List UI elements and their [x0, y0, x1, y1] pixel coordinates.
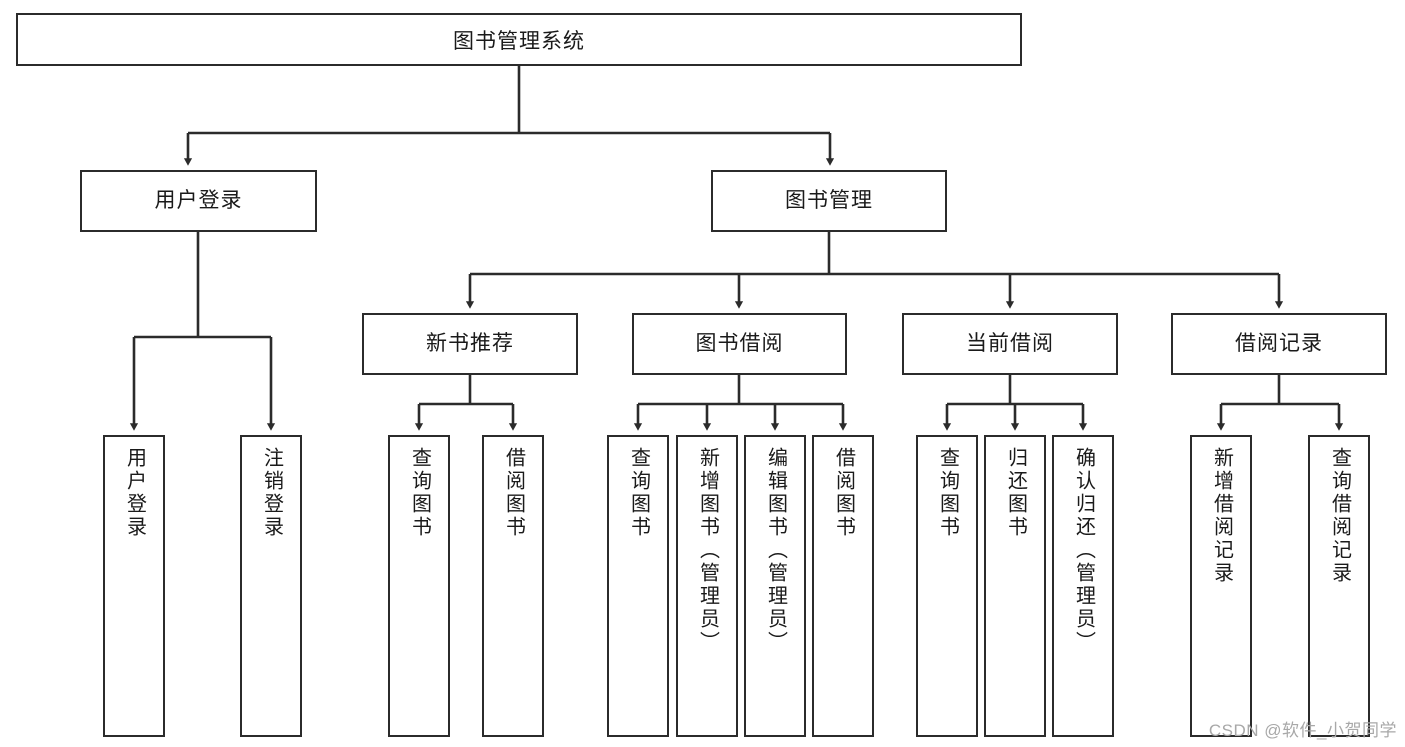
watermark: CSDN @软件_小贺同学 [1208, 721, 1397, 740]
node-label: 借阅图书 [832, 447, 855, 539]
node-label: 图书管理系统 [453, 29, 585, 53]
node-label: 新书推荐 [426, 332, 514, 356]
node-label: 当前借阅 [966, 332, 1054, 356]
node-label: 借阅图书 [502, 447, 525, 539]
leaf-add-borrow-record[interactable]: 新增借阅记录 [1190, 435, 1252, 737]
node-book-management-system[interactable]: 图书管理系统 [16, 13, 1022, 66]
node-book-management[interactable]: 图书管理 [711, 170, 947, 232]
node-user-login[interactable]: 用户登录 [80, 170, 317, 232]
node-label: 注销登录 [260, 447, 283, 539]
leaf-query-borrow-record[interactable]: 查询借阅记录 [1308, 435, 1370, 737]
node-book-borrow[interactable]: 图书借阅 [632, 313, 847, 375]
node-new-book-recommend[interactable]: 新书推荐 [362, 313, 578, 375]
leaf-add-book[interactable]: 新增图书（管理员） [676, 435, 738, 737]
leaf-return-book[interactable]: 归还图书 [984, 435, 1046, 737]
leaf-borrow-book-1[interactable]: 借阅图书 [482, 435, 544, 737]
node-label: 查询图书 [627, 447, 650, 539]
node-current-borrow[interactable]: 当前借阅 [902, 313, 1118, 375]
node-label: 查询借阅记录 [1328, 447, 1351, 585]
node-label: 新增图书（管理员） [696, 447, 719, 654]
leaf-borrow-book-2[interactable]: 借阅图书 [812, 435, 874, 737]
node-label: 确认归还（管理员） [1072, 447, 1095, 654]
node-label: 图书管理 [785, 189, 873, 213]
node-label: 新增借阅记录 [1210, 447, 1233, 585]
leaf-confirm-return[interactable]: 确认归还（管理员） [1052, 435, 1114, 737]
node-label: 用户登录 [123, 447, 146, 539]
node-label: 借阅记录 [1235, 332, 1323, 356]
node-label: 图书借阅 [695, 332, 784, 356]
leaf-query-book-3[interactable]: 查询图书 [916, 435, 978, 737]
leaf-query-book-1[interactable]: 查询图书 [388, 435, 450, 737]
leaf-logout-login[interactable]: 注销登录 [240, 435, 302, 737]
leaf-user-login[interactable]: 用户登录 [103, 435, 165, 737]
node-label: 用户登录 [154, 189, 243, 213]
leaf-edit-book[interactable]: 编辑图书（管理员） [744, 435, 806, 737]
node-label: 查询图书 [408, 447, 431, 539]
node-label: 编辑图书（管理员） [764, 447, 787, 654]
node-label: 查询图书 [936, 447, 959, 539]
leaf-query-book-2[interactable]: 查询图书 [607, 435, 669, 737]
node-borrow-record[interactable]: 借阅记录 [1171, 313, 1387, 375]
node-label: 归还图书 [1004, 447, 1027, 539]
